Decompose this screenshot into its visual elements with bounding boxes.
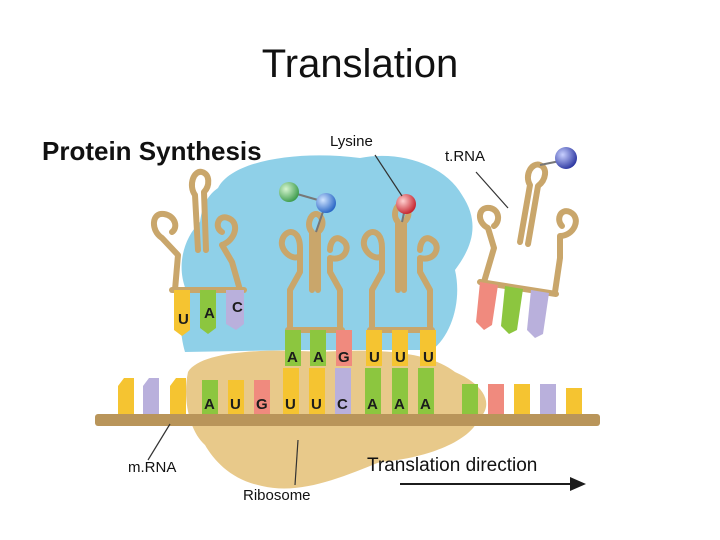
svg-text:U: U xyxy=(423,349,434,366)
label-lysine: Lysine xyxy=(330,133,373,150)
mrna-backbone xyxy=(95,414,600,426)
label-ribosome: Ribosome xyxy=(243,487,311,504)
trna-a-site-bases xyxy=(366,330,436,366)
amino-acid-lysine xyxy=(396,194,416,214)
svg-text:C: C xyxy=(337,396,348,413)
amino-acid-navy xyxy=(555,147,577,169)
trna-exiting-bases xyxy=(174,290,244,336)
svg-text:C: C xyxy=(232,299,243,316)
svg-text:U: U xyxy=(369,349,380,366)
svg-text:A: A xyxy=(204,305,215,322)
svg-text:G: G xyxy=(256,396,268,413)
label-trna: t.RNA xyxy=(445,148,486,165)
label-mrna: m.RNA xyxy=(128,459,177,476)
mrna-left-bases xyxy=(118,378,186,414)
svg-text:U: U xyxy=(178,311,189,328)
svg-text:A: A xyxy=(394,396,405,413)
label-translation-direction: Translation direction xyxy=(367,455,538,476)
anticodon-letters: A A G U U U xyxy=(287,349,434,366)
trna-incoming-bases xyxy=(476,282,549,338)
svg-text:G: G xyxy=(338,349,350,366)
svg-text:U: U xyxy=(395,349,406,366)
svg-text:U: U xyxy=(311,396,322,413)
trna-p-site-bases xyxy=(285,330,352,366)
amino-acid-green xyxy=(279,182,299,202)
svg-text:A: A xyxy=(420,396,431,413)
svg-text:A: A xyxy=(367,396,378,413)
amino-acid-blue xyxy=(316,193,336,213)
svg-text:U: U xyxy=(230,396,241,413)
trna-left-letters: U A C xyxy=(178,299,243,328)
svg-text:A: A xyxy=(287,349,298,366)
subtitle: Protein Synthesis xyxy=(42,136,262,166)
direction-arrow xyxy=(400,477,586,491)
mrna-right-bases xyxy=(462,384,582,414)
mrna-codon-letters: A U G U U C A A A xyxy=(204,396,431,413)
trna-incoming xyxy=(477,161,579,297)
leader-lines xyxy=(147,154,509,486)
svg-text:A: A xyxy=(313,349,324,366)
svg-text:A: A xyxy=(204,396,215,413)
svg-text:U: U xyxy=(285,396,296,413)
slide-title: Translation xyxy=(261,42,459,86)
mrna-coded-bases xyxy=(202,368,434,414)
